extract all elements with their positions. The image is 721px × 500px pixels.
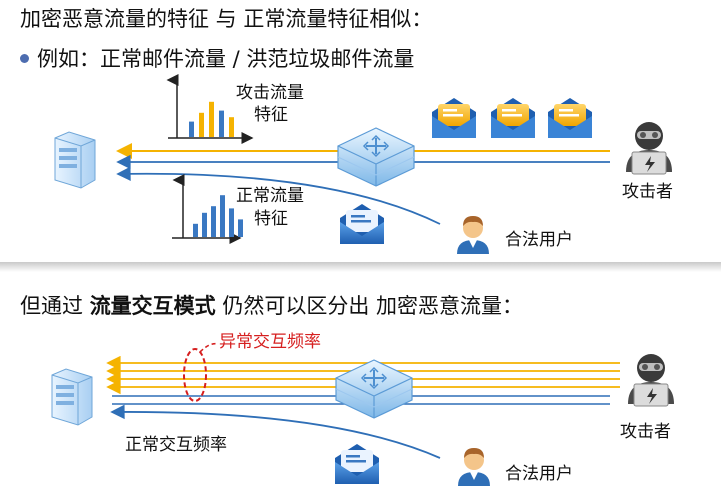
email-icon <box>335 444 379 484</box>
bottom-heading: 但通过 流量交互模式 仍然可以区分出 加密恶意流量： <box>20 296 523 317</box>
bullet-dot <box>20 53 29 63</box>
user-label: 合法用户 <box>505 464 573 484</box>
feature-bar <box>229 117 234 137</box>
attacker-label: 攻击者 <box>620 422 671 442</box>
top-panel: 加密恶意流量的特征 与 正常流量特征相似： 例如：正常邮件流量 / 洪范垃圾邮件… <box>20 7 673 254</box>
network-switch-icon <box>335 359 413 419</box>
attacker-label: 攻击者 <box>622 182 673 202</box>
bottom-panel: 但通过 流量交互模式 仍然可以区分出 加密恶意流量： 异常交互频率 正常交互频率… <box>0 272 721 500</box>
bottom-flow-diagram <box>51 342 675 486</box>
user-flow-line <box>110 404 441 459</box>
feature-bar <box>202 212 207 237</box>
normal-feature-label-line2: 特征 <box>254 209 288 229</box>
attack-feature-chart <box>189 101 234 137</box>
feature-bar <box>219 110 224 137</box>
bottom-heading-pre: 但通过 <box>20 294 90 318</box>
normal-rate-label: 正常交互频率 <box>125 435 227 455</box>
attack-feature-label-line1: 攻击流量 <box>236 83 304 103</box>
email-icon <box>548 98 592 138</box>
hacker-icon <box>627 353 675 407</box>
example-line: 例如：正常邮件流量 / 洪范垃圾邮件流量 <box>20 49 414 70</box>
server-icon <box>51 368 93 426</box>
example-text: 例如：正常邮件流量 / 洪范垃圾邮件流量 <box>37 47 415 71</box>
feature-bar <box>229 208 234 237</box>
email-icon <box>491 98 535 138</box>
user-icon <box>458 448 490 486</box>
top-heading: 加密恶意流量的特征 与 正常流量特征相似： <box>20 7 433 31</box>
abnormal-rate-highlight <box>183 348 207 402</box>
email-icon <box>432 98 476 138</box>
hacker-icon <box>625 121 673 175</box>
abnormal-rate-leader <box>199 342 219 353</box>
feature-bar <box>199 112 204 137</box>
attack-feature-label-line2: 特征 <box>254 105 288 125</box>
section-divider <box>0 262 721 272</box>
bottom-heading-bold: 流量交互模式 <box>89 294 216 318</box>
network-switch-icon <box>337 127 415 187</box>
feature-bar <box>209 101 214 137</box>
feature-bar <box>220 195 225 237</box>
feature-bar <box>189 121 194 137</box>
email-icon <box>340 204 384 244</box>
normal-feature-label-line1: 正常流量 <box>236 186 304 206</box>
user-icon <box>457 216 489 254</box>
bottom-heading-post: 仍然可以区分出 加密恶意流量： <box>215 294 524 318</box>
feature-bar <box>238 219 243 237</box>
normal-feature-chart <box>193 195 243 237</box>
user-label: 合法用户 <box>505 230 573 250</box>
feature-bar <box>193 223 198 237</box>
server-icon <box>54 131 96 189</box>
feature-bar <box>211 206 216 237</box>
abnormal-rate-label: 异常交互频率 <box>219 332 321 352</box>
top-flow-diagram <box>54 74 673 254</box>
user-flow-line <box>116 166 441 225</box>
